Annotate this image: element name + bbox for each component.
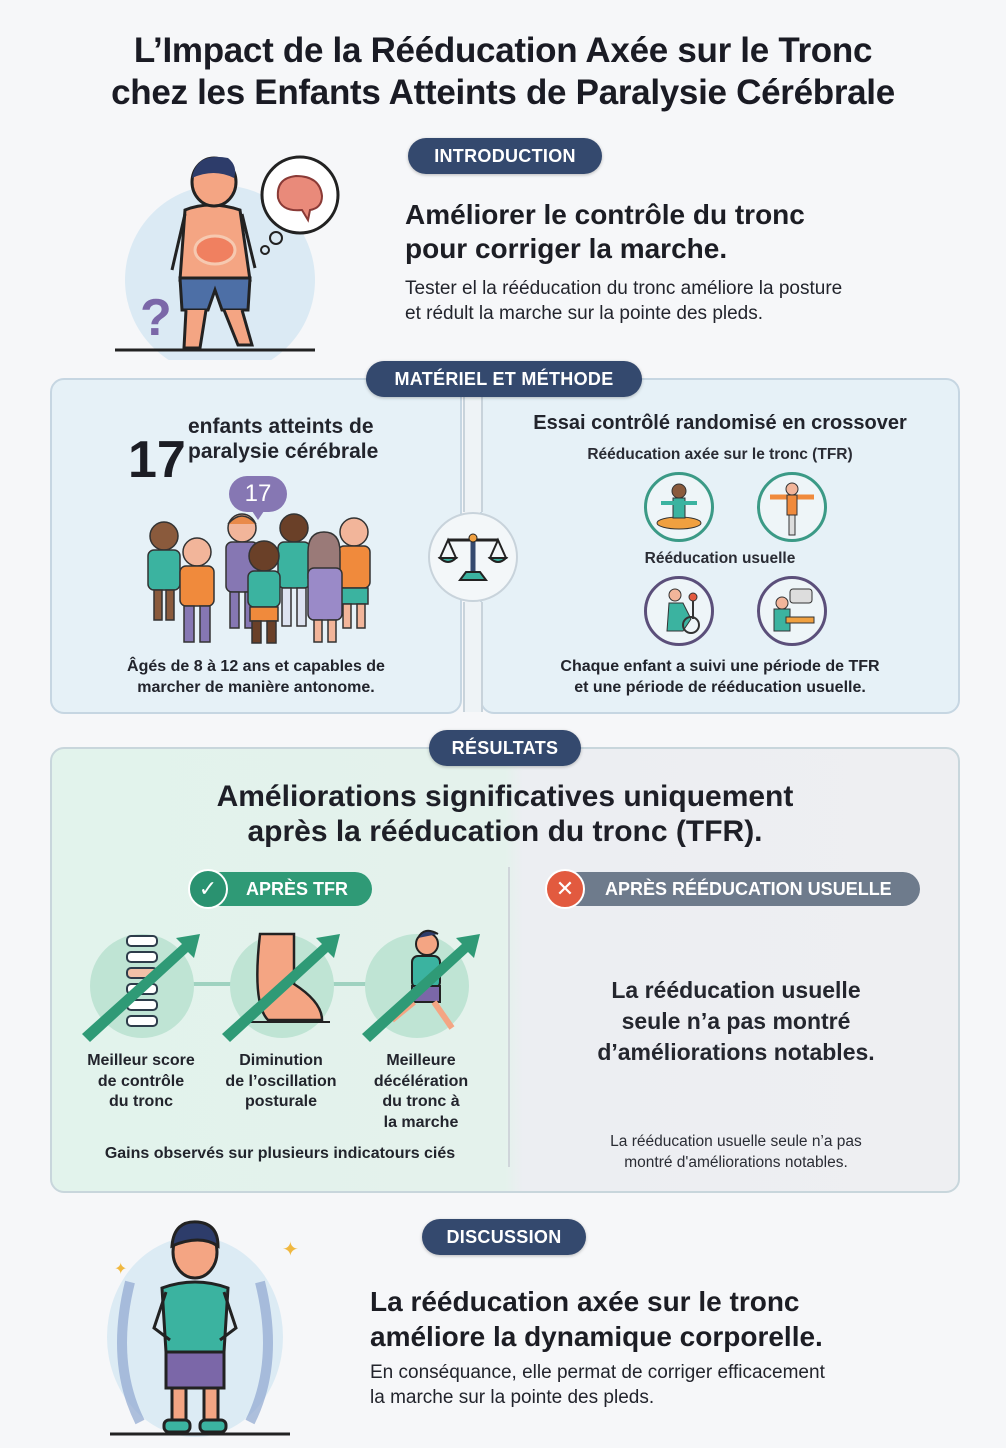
indicator-trunk-control: Meilleur score de contrôle du tronc bbox=[87, 1052, 195, 1110]
svg-text:?: ? bbox=[140, 289, 172, 347]
improvement-indicators-illustration bbox=[82, 929, 480, 1042]
discussion-text: En conséquance, elle permat de corriger … bbox=[370, 1362, 825, 1408]
participant-description: enfants atteints de paralysie cérébrale bbox=[188, 415, 379, 463]
usual-care-heading: La rééducation usuelle seule n’a pas mon… bbox=[597, 977, 875, 1065]
standing-arms-out-exercise-icon bbox=[757, 472, 827, 542]
section-label-discussion: DISCUSSION bbox=[422, 1219, 586, 1255]
participants-card: 17 enfants atteints de paralysie cérébra… bbox=[50, 378, 462, 714]
page-title-line2: chez les Enfants Atteints de Paralysie C… bbox=[111, 73, 895, 112]
introduction-text: Tester el la rééducation du tronc amélio… bbox=[405, 278, 843, 324]
checkmark-icon: ✓ bbox=[188, 869, 228, 909]
confident-child-illustration-icon: ✦ ✦ bbox=[107, 1220, 299, 1437]
indicator-postural-sway: Diminution de l’oscillation posturale bbox=[225, 1052, 337, 1110]
balance-board-exercise-icon bbox=[644, 472, 714, 542]
svg-text:✦: ✦ bbox=[114, 1261, 127, 1278]
indicator-trunk-deceleration: Meilleure décélération du tronc à la mar… bbox=[373, 1052, 469, 1131]
svg-text:✦: ✦ bbox=[282, 1239, 299, 1261]
tfr-group-label: Rééducation axée sur le tronc (TFR) bbox=[587, 446, 853, 463]
therapist-assisted-exercise-icon bbox=[644, 576, 714, 646]
section-label-results: RÉSULTATS bbox=[429, 730, 581, 766]
section-label-introduction: INTRODUCTION bbox=[408, 138, 602, 174]
participants-footer: Âgés de 8 à 12 ans et capables de marche… bbox=[127, 658, 385, 696]
usual-care-group-label: Rééducation usuelle bbox=[644, 550, 796, 567]
child-thinking-brain-illustration-icon: ? bbox=[115, 155, 340, 360]
study-design-footer: Chaque enfant a suivi une période de TFR… bbox=[560, 658, 880, 696]
treatment-table-icon bbox=[757, 576, 827, 646]
results-heading: Améliorations significatives uniquement … bbox=[216, 780, 794, 848]
participant-count-badge: 17 bbox=[229, 476, 287, 520]
usual-care-text: La rééducation usuelle seule n’a pas mon… bbox=[610, 1133, 862, 1171]
page-title: L’Impact de la Rééducation Axée sur le T… bbox=[0, 30, 1006, 114]
connector-bar bbox=[463, 392, 483, 512]
results-panel: Améliorations significatives uniquement … bbox=[50, 747, 960, 1193]
section-label-methods: MATÉRIEL ET MÉTHODE bbox=[366, 361, 642, 397]
study-design-heading: Essai contrôlé randomisé en crossover bbox=[533, 412, 907, 434]
participant-count: 17 bbox=[128, 431, 186, 489]
study-design-card: Essai contrôlé randomisé en crossover Ré… bbox=[480, 378, 960, 714]
after-usual-care-tag: ✕ APRÈS RÉÉDUCATION USUELLE bbox=[545, 869, 920, 909]
page-title-line1: L’Impact de la Rééducation Axée sur le T… bbox=[133, 31, 873, 70]
after-tfr-tag: ✓ APRÈS TFR bbox=[188, 869, 372, 909]
discussion-heading: La rééducation axée sur le tronc amélior… bbox=[370, 1286, 823, 1352]
cross-icon: ✕ bbox=[545, 869, 585, 909]
results-divider bbox=[508, 867, 510, 1167]
group-of-children-icon bbox=[147, 513, 371, 644]
connector-bar bbox=[463, 602, 483, 712]
tfr-gains-footer: Gains observés sur plusieurs indicatours… bbox=[104, 1145, 456, 1162]
introduction-heading: Améliorer le contrôle du tronc pour corr… bbox=[405, 199, 805, 264]
balance-scale-icon bbox=[428, 512, 518, 602]
